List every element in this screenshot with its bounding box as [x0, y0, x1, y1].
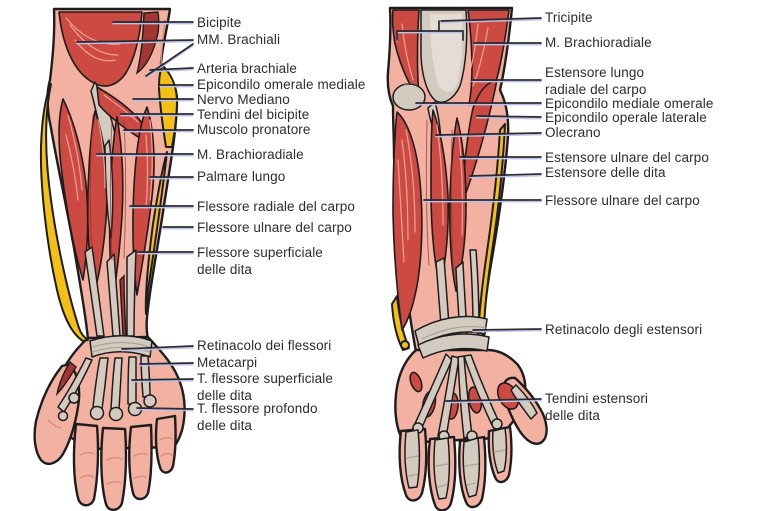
leader-lines	[76, 17, 542, 410]
left-finger-pinky	[154, 414, 177, 474]
left-fat-layer	[39, 83, 89, 342]
label-palmare-lungo: Palmare lungo	[197, 169, 286, 184]
leaders-wrap	[76, 17, 542, 412]
label-mm-brachiali: MM. Brachiali	[197, 32, 281, 47]
label-m-brachioradiale: M. Brachioradiale	[197, 147, 304, 162]
metacarpal-knob	[89, 405, 105, 421]
left-fat-strip	[144, 151, 168, 315]
label-metacarpi: Metacarpi	[197, 355, 258, 370]
label-bicipite: Bicipite	[197, 15, 242, 30]
left-arm-illustration	[33, 7, 186, 511]
label-olecrano: Olecrano	[545, 125, 601, 140]
metacarpal-knob	[108, 406, 124, 422]
label-epicondilo-operale-laterale: Epicondilo operale laterale	[545, 110, 707, 125]
right-arm-illustration	[386, 6, 548, 511]
label-flessore-ulnare-del-carpo: Flessore ulnare del carpo	[197, 220, 352, 235]
label-retinacolo-dei-flessori: Retinacolo dei flessori	[197, 338, 332, 353]
label-nervo-mediano: Nervo Mediano	[197, 92, 290, 107]
label-epicondilo-omerale-mediale: Epicondilo omerale mediale	[197, 77, 366, 92]
left-finger-middle	[100, 426, 128, 511]
label-muscolo-pronatore: Muscolo pronatore	[197, 122, 311, 137]
label-estensore-ulnare-del-carpo: Estensore ulnare del carpo	[545, 150, 709, 165]
left-thumb	[33, 362, 81, 466]
label-tricipite: Tricipite	[545, 10, 593, 25]
label-retinacolo-degli-estensori: Retinacolo degli estensori	[545, 322, 703, 337]
label-flessore-ulnare-del-carpo-right: Flessore ulnare del carpo	[545, 193, 700, 208]
metacarpal-knob	[127, 401, 143, 417]
label-estensore-delle-dita: Estensore delle dita	[545, 165, 666, 180]
olecranon	[392, 83, 426, 111]
left-finger-index	[72, 422, 100, 507]
label-epicondilo-mediale-omerale: Epicondilo mediale omerale	[545, 96, 714, 111]
metacarpal-knob	[143, 394, 157, 408]
label-tendini-del-bicipite: Tendini del bicipite	[197, 107, 310, 122]
label-m-brachioradiale-right: M. Brachioradiale	[545, 35, 652, 50]
left-finger-ring	[128, 423, 153, 501]
label-flessore-radiale-del-carpo: Flessore radiale del carpo	[197, 199, 355, 214]
label-arteria-brachiale: Arteria brachiale	[197, 61, 297, 76]
brachioradialis-muscle	[58, 98, 89, 281]
